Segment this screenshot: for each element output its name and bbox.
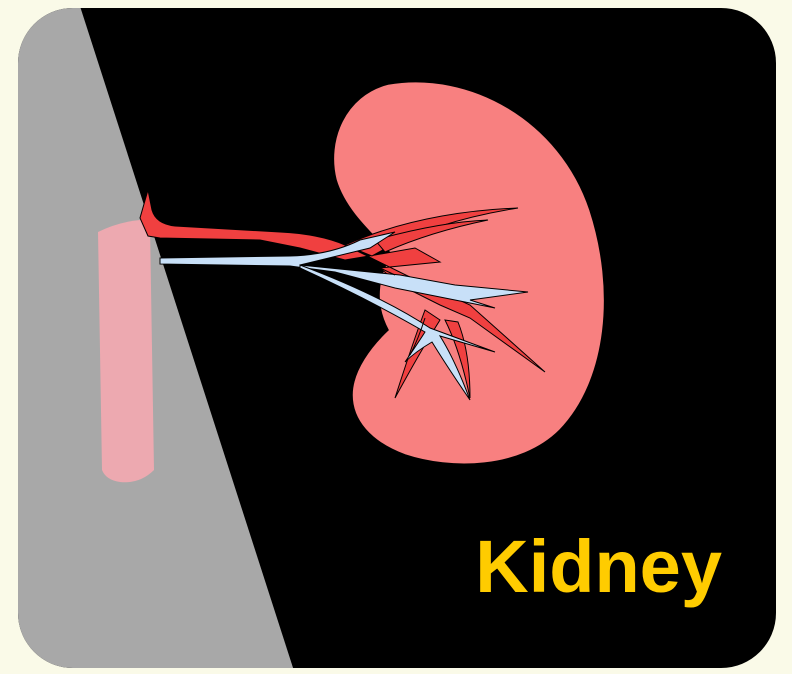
kidney-label: Kidney xyxy=(475,530,722,604)
ureter-tube xyxy=(98,220,154,482)
